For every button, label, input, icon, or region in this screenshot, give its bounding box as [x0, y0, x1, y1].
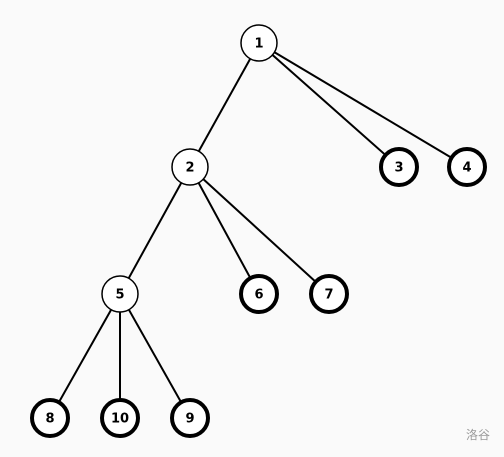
- node-label-5: 5: [115, 288, 124, 303]
- node-circle-8: [30, 398, 70, 438]
- edge-1-4: [258, 42, 468, 168]
- node-circle-6: [239, 274, 279, 314]
- node-circle-2: [171, 148, 209, 186]
- node-label-2: 2: [185, 161, 194, 176]
- node-circle-1: [240, 24, 278, 62]
- node-label-4: 4: [462, 161, 471, 176]
- edge-2-7: [189, 166, 330, 295]
- node-label-6: 6: [254, 288, 263, 303]
- node-circle-5: [101, 275, 139, 313]
- node-circle-10: [100, 398, 140, 438]
- tree-node-9: 9: [170, 398, 210, 438]
- edge-1-2: [189, 42, 260, 168]
- node-circle-9: [170, 398, 210, 438]
- node-label-3: 3: [394, 161, 403, 176]
- node-circle-4: [447, 147, 487, 187]
- tree-node-10: 10: [100, 398, 140, 438]
- node-label-7: 7: [324, 288, 333, 303]
- tree-node-5: 5: [101, 275, 139, 313]
- nodes-layer: 1 2 3 4 5 6 7 8 10 9: [30, 24, 487, 438]
- node-label-9: 9: [185, 412, 194, 427]
- tree-node-3: 3: [379, 147, 419, 187]
- node-label-10: 10: [111, 412, 129, 427]
- edge-5-8: [49, 293, 121, 419]
- watermark-text: 洛谷: [465, 428, 490, 442]
- node-label-8: 8: [45, 412, 54, 427]
- tree-node-1: 1: [240, 24, 278, 62]
- tree-node-7: 7: [309, 274, 349, 314]
- edge-1-3: [258, 42, 400, 168]
- edge-2-5: [119, 166, 191, 295]
- edges-layer: [49, 42, 468, 419]
- tree-node-2: 2: [171, 148, 209, 186]
- tree-node-8: 8: [30, 398, 70, 438]
- tree-node-6: 6: [239, 274, 279, 314]
- node-circle-7: [309, 274, 349, 314]
- tree-node-4: 4: [447, 147, 487, 187]
- node-circle-3: [379, 147, 419, 187]
- edge-2-6: [189, 166, 260, 295]
- edge-5-9: [119, 293, 191, 419]
- node-label-1: 1: [254, 37, 263, 52]
